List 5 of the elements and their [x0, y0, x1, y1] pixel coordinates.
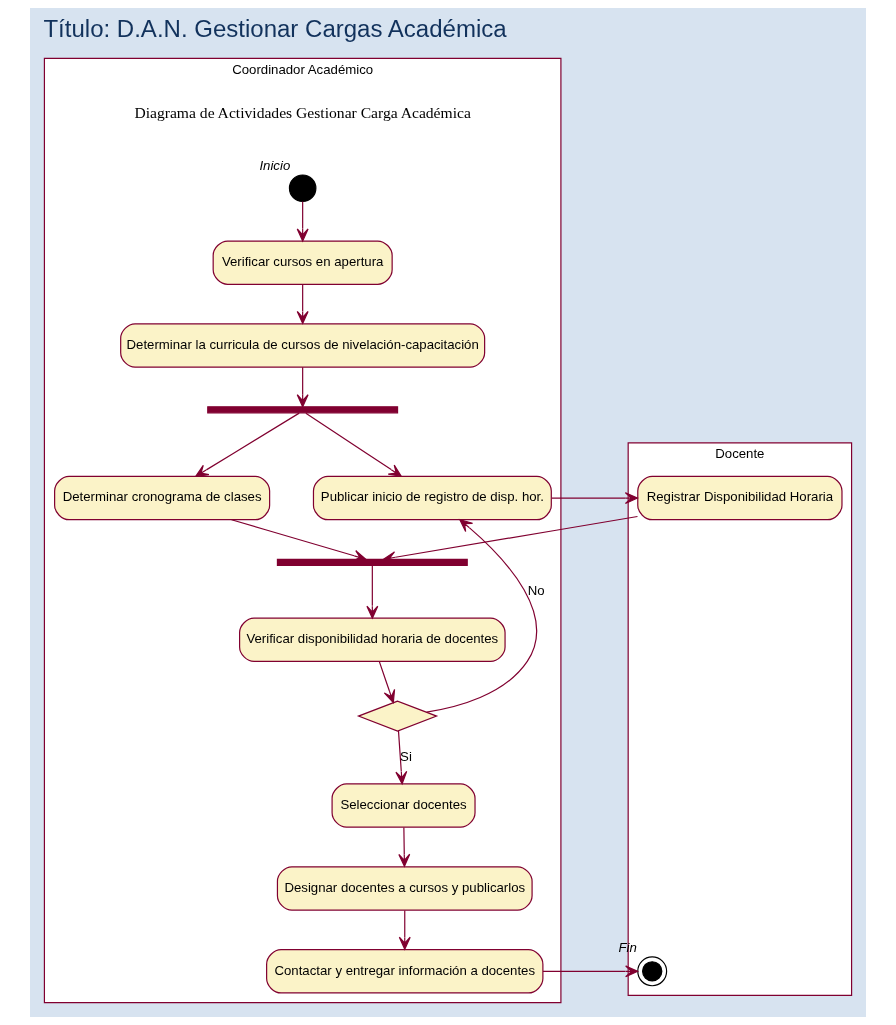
diagram-title: Título: D.A.N. Gestionar Cargas Académica	[43, 14, 507, 42]
edge-label: No	[527, 583, 545, 599]
edge-label: Si	[400, 748, 412, 764]
label: Diagrama de Actividades Gestionar Carga Académica	[134, 103, 471, 121]
node-label: Inicio	[259, 157, 291, 173]
